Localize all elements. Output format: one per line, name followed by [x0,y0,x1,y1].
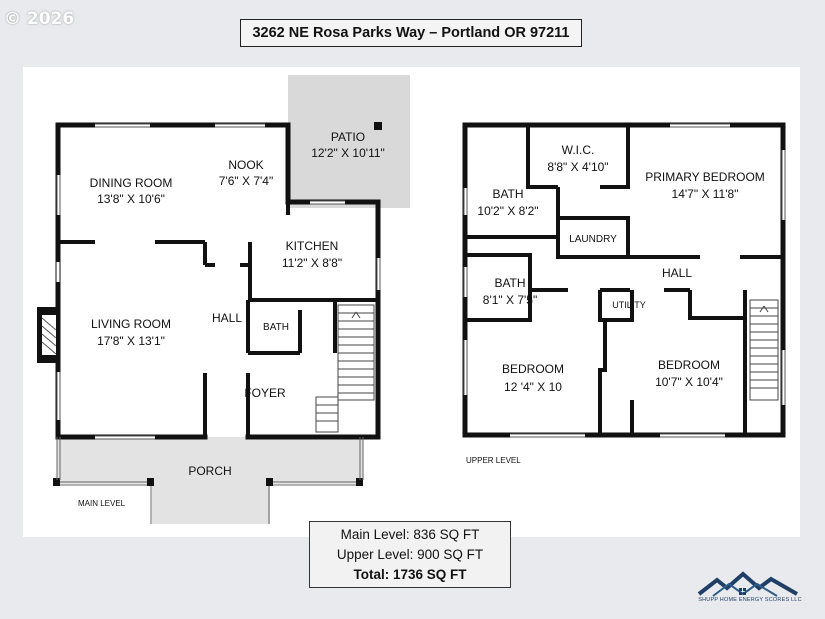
copyright-watermark: © 2026 [4,9,75,29]
main-level-label: MAIN LEVEL [78,499,126,508]
bedroom2-name: BEDROOM [658,358,720,372]
primary-bedroom-name: PRIMARY BEDROOM [645,170,765,184]
main-interior-walls [58,202,378,437]
floor-plan-drawing: PATIO 12'2" X 10'11" NOOK 7'6" X 7'4" DI… [37,75,786,524]
house-logo-icon [697,571,798,597]
patio-area [288,75,410,208]
patio-post [374,122,382,130]
address-text: 3262 NE Rosa Parks Way – Portland OR 972… [252,25,570,41]
dining-name: DINING ROOM [90,176,173,190]
porch-posts [53,478,363,486]
main-hall-name: HALL [212,311,242,325]
upper-level-label: UPPER LEVEL [466,456,521,465]
foyer-name: FOYER [244,386,286,400]
upper-hall-name: HALL [662,266,692,280]
kitchen-name: KITCHEN [286,239,339,253]
upper-level-plan: W.I.C. 8'8" X 4'10" PRIMARY BEDROOM 14'7… [462,122,786,465]
patio-dims: 12'2" X 10'11" [311,146,385,160]
bath2-name: BATH [494,276,525,290]
laundry-name: LAUNDRY [569,234,617,245]
floor-plan-sheet: PATIO 12'2" X 10'11" NOOK 7'6" X 7'4" DI… [23,67,800,537]
primary-bedroom-dims: 14'7" X 11'8" [672,187,739,201]
main-bath-name: BATH [263,322,289,333]
upper-interior-walls [465,125,783,435]
living-name: LIVING ROOM [91,317,171,331]
main-level-plan: PATIO 12'2" X 10'11" NOOK 7'6" X 7'4" DI… [37,75,410,524]
living-dims: 17'8" X 13'1" [97,334,165,348]
utility-name: UTILITY [612,300,646,310]
porch-name: PORCH [188,464,231,478]
property-address-title: 3262 NE Rosa Parks Way – Portland OR 972… [240,19,582,47]
kitchen-dims: 11'2" X 8'8" [282,256,342,270]
bedroom2-dims: 10'7" X 10'4" [655,375,723,389]
nook-dims: 7'6" X 7'4" [219,174,273,188]
patio-name: PATIO [331,130,365,144]
fireplace [37,307,58,363]
upper-window-lines [463,123,786,438]
upper-windows [463,123,785,437]
bath1-name: BATH [492,187,523,201]
main-stairs [315,304,375,433]
main-window-lines [56,123,381,440]
bath2-dims: 8'1" X 7'5" [483,293,537,307]
porch-rails [56,437,364,524]
total-sqft: Total: 1736 SQ FT [353,566,467,582]
upper-level-sqft: Upper Level: 900 SQ FT [336,546,484,562]
bath1-dims: 10'2" X 8'2" [477,204,538,218]
main-windows [56,123,380,439]
nook-name: NOOK [228,158,263,172]
logo-company-name: SHUPP HOME ENERGY SCORES LLC [698,597,802,603]
main-level-sqft: Main Level: 836 SQ FT [340,526,480,542]
bedroom1-name: BEDROOM [502,362,564,376]
porch-deck [57,437,363,484]
bedroom1-dims: 12 '4" X 10 [504,380,562,394]
square-footage-summary: Main Level: 836 SQ FT Upper Level: 900 S… [309,521,511,588]
wic-dims: 8'8" X 4'10" [547,160,608,174]
upper-stairs [749,299,779,401]
wic-name: W.I.C. [562,143,595,157]
dining-dims: 13'8" X 10'6" [97,192,165,206]
